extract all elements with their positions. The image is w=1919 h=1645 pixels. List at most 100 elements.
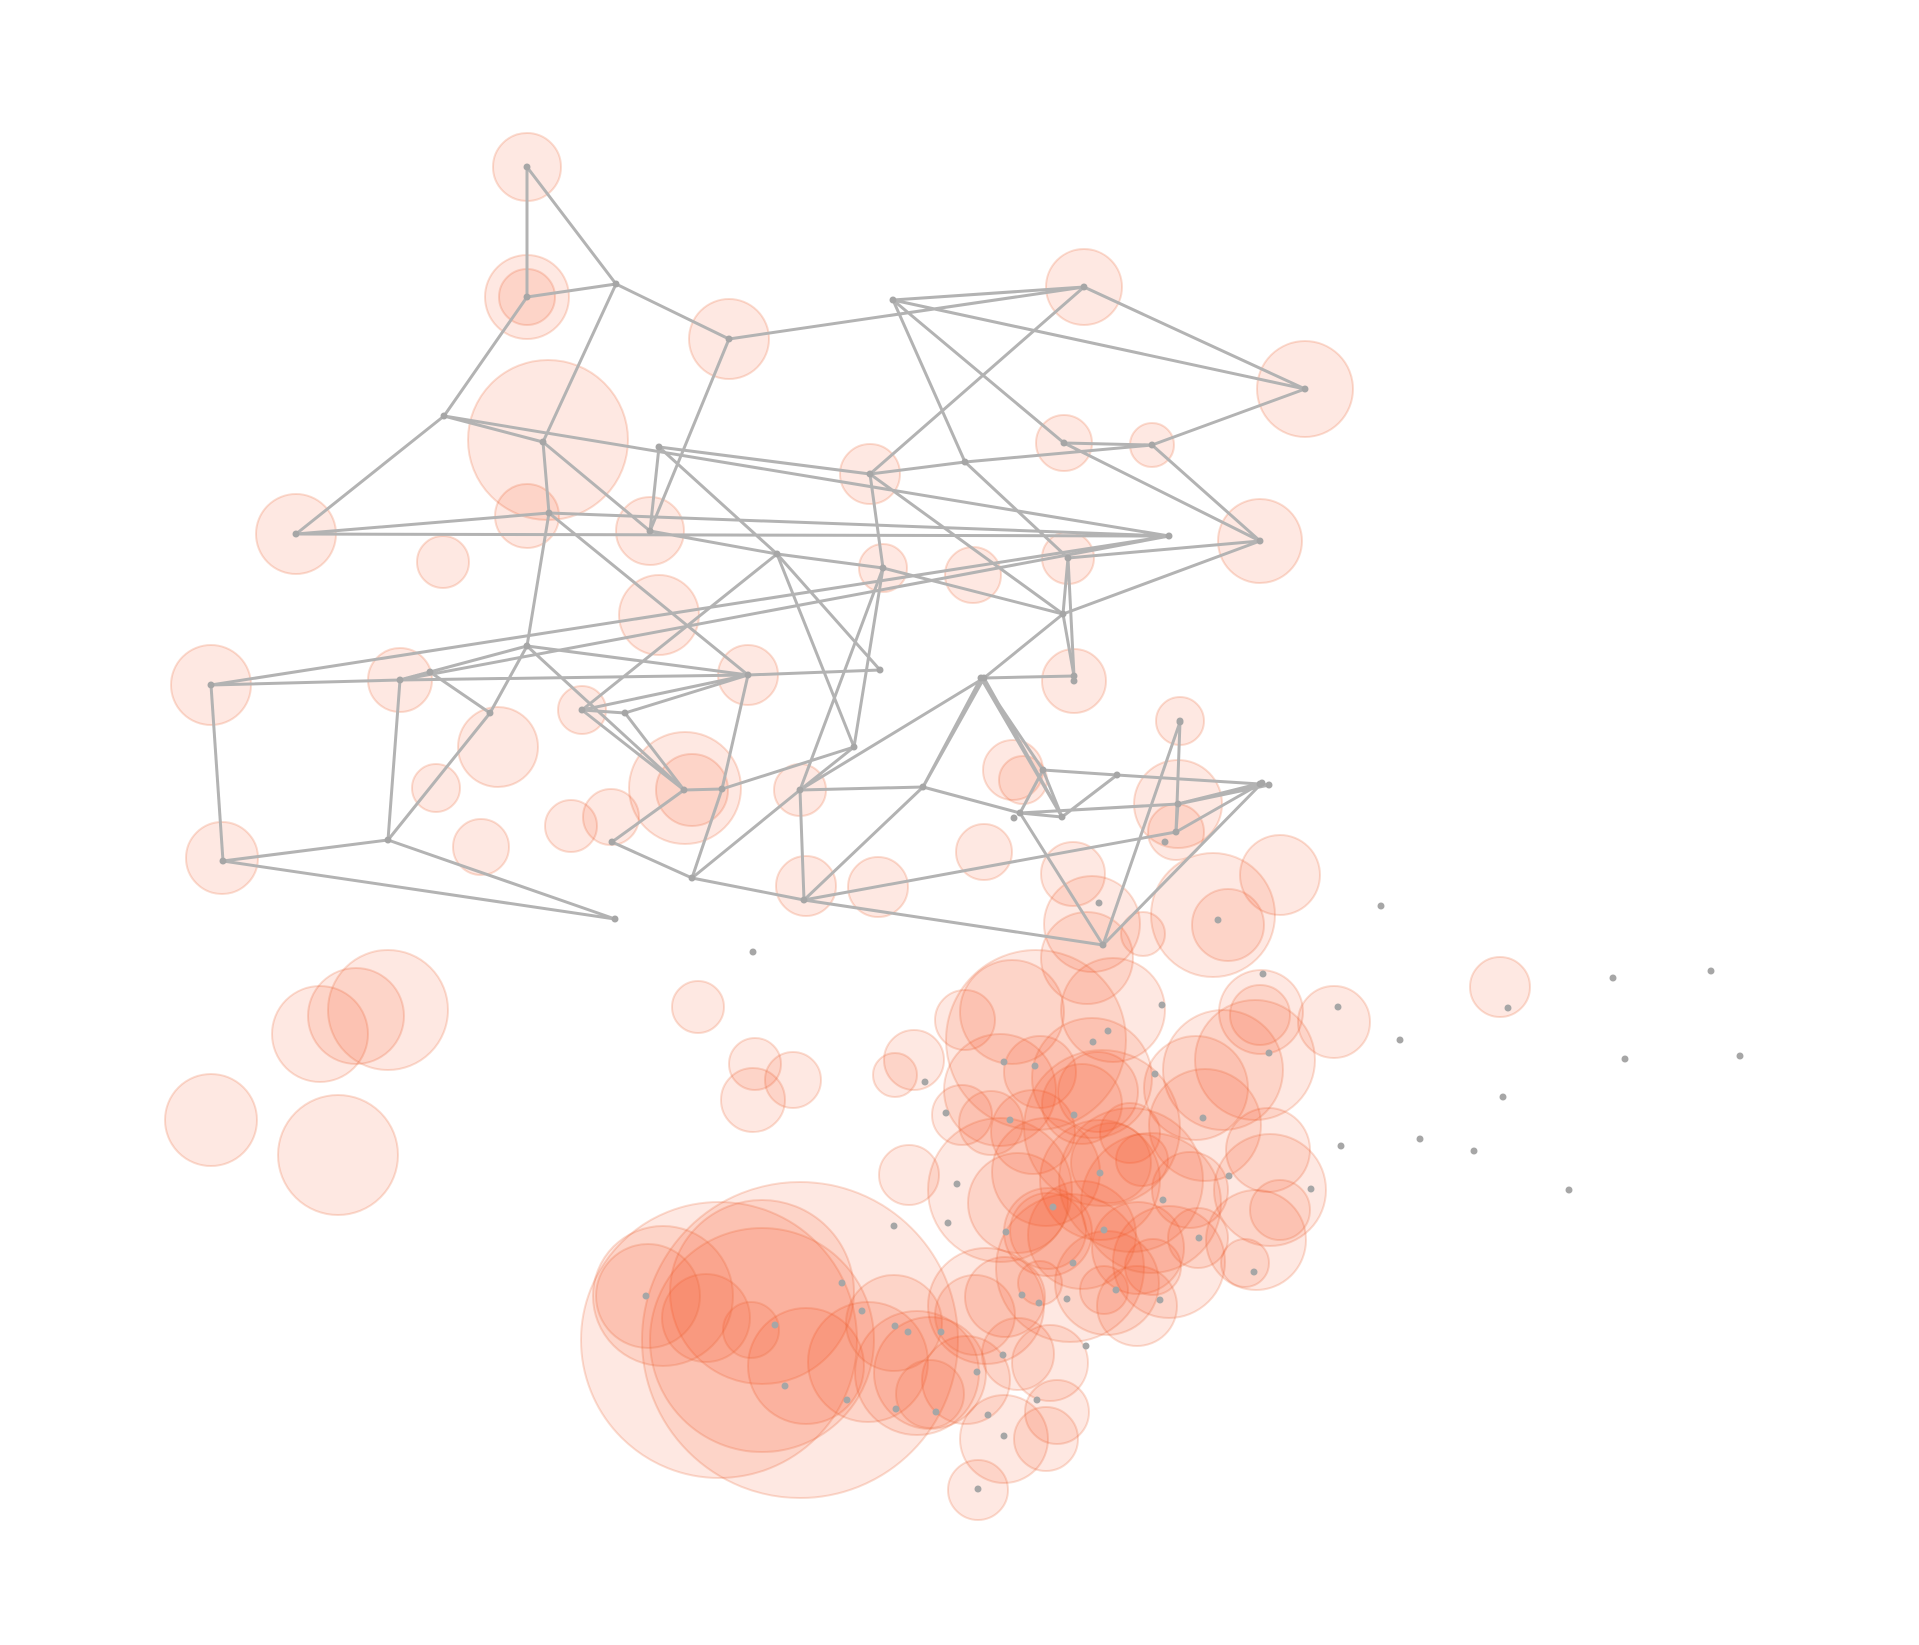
network-node — [718, 785, 726, 793]
network-edge — [921, 785, 1022, 815]
density-halo — [1057, 1051, 1139, 1133]
network-edge — [963, 443, 1154, 464]
density-halo — [669, 1199, 855, 1385]
density-halo — [1194, 999, 1316, 1121]
network-edge — [1018, 811, 1105, 947]
network-node — [781, 1382, 789, 1390]
network-edge — [891, 298, 1066, 445]
network-node — [1301, 385, 1309, 393]
network-node — [1031, 1062, 1039, 1070]
network-node — [1064, 554, 1072, 562]
network-edge — [891, 298, 967, 464]
network-edge — [648, 337, 731, 533]
network-node — [1161, 838, 1169, 846]
density-halo — [1120, 911, 1166, 957]
network-edge — [690, 876, 806, 902]
network-node — [1104, 1027, 1112, 1035]
density-halo — [1070, 1122, 1152, 1204]
density-halo — [945, 949, 1127, 1131]
density-halo-layer — [164, 132, 1531, 1521]
network-edge — [1150, 443, 1262, 543]
density-halo — [764, 1051, 822, 1109]
density-halo — [671, 980, 725, 1034]
network-node — [974, 1485, 982, 1493]
network-node — [999, 1351, 1007, 1359]
network-node — [771, 1321, 779, 1329]
network-node — [1214, 916, 1222, 924]
network-node — [1416, 1135, 1424, 1143]
density-halo — [1031, 1017, 1153, 1139]
density-halo — [164, 1073, 258, 1167]
density-halo — [641, 1181, 959, 1499]
network-node — [545, 509, 553, 517]
network-node — [800, 896, 808, 904]
density-halo — [1023, 1049, 1181, 1207]
network-edge — [398, 673, 750, 682]
density-halo — [878, 1144, 940, 1206]
network-edge — [802, 830, 1178, 902]
network-node-layer — [207, 163, 1744, 1493]
density-halo — [990, 1089, 1076, 1175]
network-node — [944, 1219, 952, 1227]
density-halo — [1091, 1201, 1185, 1295]
network-edge — [802, 898, 1105, 947]
network-edge — [798, 566, 885, 792]
network-node — [1504, 1004, 1512, 1012]
density-halo — [307, 967, 405, 1065]
network-edge — [1115, 773, 1262, 786]
network-node — [1156, 1296, 1164, 1304]
density-halo — [1148, 1068, 1262, 1182]
network-edge — [868, 472, 1065, 616]
density-halo — [544, 799, 598, 853]
density-halo — [1249, 1179, 1311, 1241]
network-edge — [690, 788, 802, 880]
network-node — [858, 1307, 866, 1315]
network-edge — [657, 445, 779, 556]
network-node — [1035, 1299, 1043, 1307]
network-edge — [1066, 556, 1076, 678]
density-halo — [1040, 841, 1106, 907]
network-node — [1258, 779, 1266, 787]
density-halo — [1229, 984, 1291, 1046]
network-edge — [891, 285, 1086, 302]
network-node — [973, 1368, 981, 1376]
network-node — [1033, 1396, 1041, 1404]
network-edge — [963, 460, 1070, 560]
network-node — [1199, 1114, 1207, 1122]
network-edge — [580, 552, 779, 712]
density-halo — [1060, 957, 1166, 1063]
network-edge — [1174, 782, 1262, 834]
network-edge — [982, 612, 1065, 680]
network-edge — [428, 670, 492, 715]
density-halo — [1003, 1035, 1077, 1109]
network-edge — [690, 787, 724, 880]
network-node — [1059, 610, 1067, 618]
network-node — [523, 642, 531, 650]
network-node — [1049, 1203, 1057, 1211]
density-halo — [927, 1247, 1045, 1365]
network-node — [953, 1180, 961, 1188]
network-edge — [720, 673, 750, 791]
density-halo — [1099, 1102, 1161, 1164]
network-node — [977, 674, 985, 682]
network-edge — [580, 673, 750, 712]
network-edge — [648, 529, 779, 556]
network-edge — [868, 472, 885, 570]
network-node — [1100, 1226, 1108, 1234]
network-node — [1265, 1049, 1273, 1057]
density-halo — [411, 763, 461, 813]
density-halo — [1096, 1265, 1178, 1347]
network-edge — [541, 282, 618, 444]
network-node — [749, 948, 757, 956]
density-halo — [1013, 1406, 1079, 1472]
network-node — [384, 836, 392, 844]
density-halo — [720, 1067, 786, 1133]
network-node — [1499, 1093, 1507, 1101]
density-halo — [1205, 1189, 1307, 1291]
network-node — [1195, 1234, 1203, 1242]
network-node — [1070, 1111, 1078, 1119]
network-node — [1377, 902, 1385, 910]
network-node — [1225, 1172, 1233, 1180]
network-node — [1070, 672, 1078, 680]
